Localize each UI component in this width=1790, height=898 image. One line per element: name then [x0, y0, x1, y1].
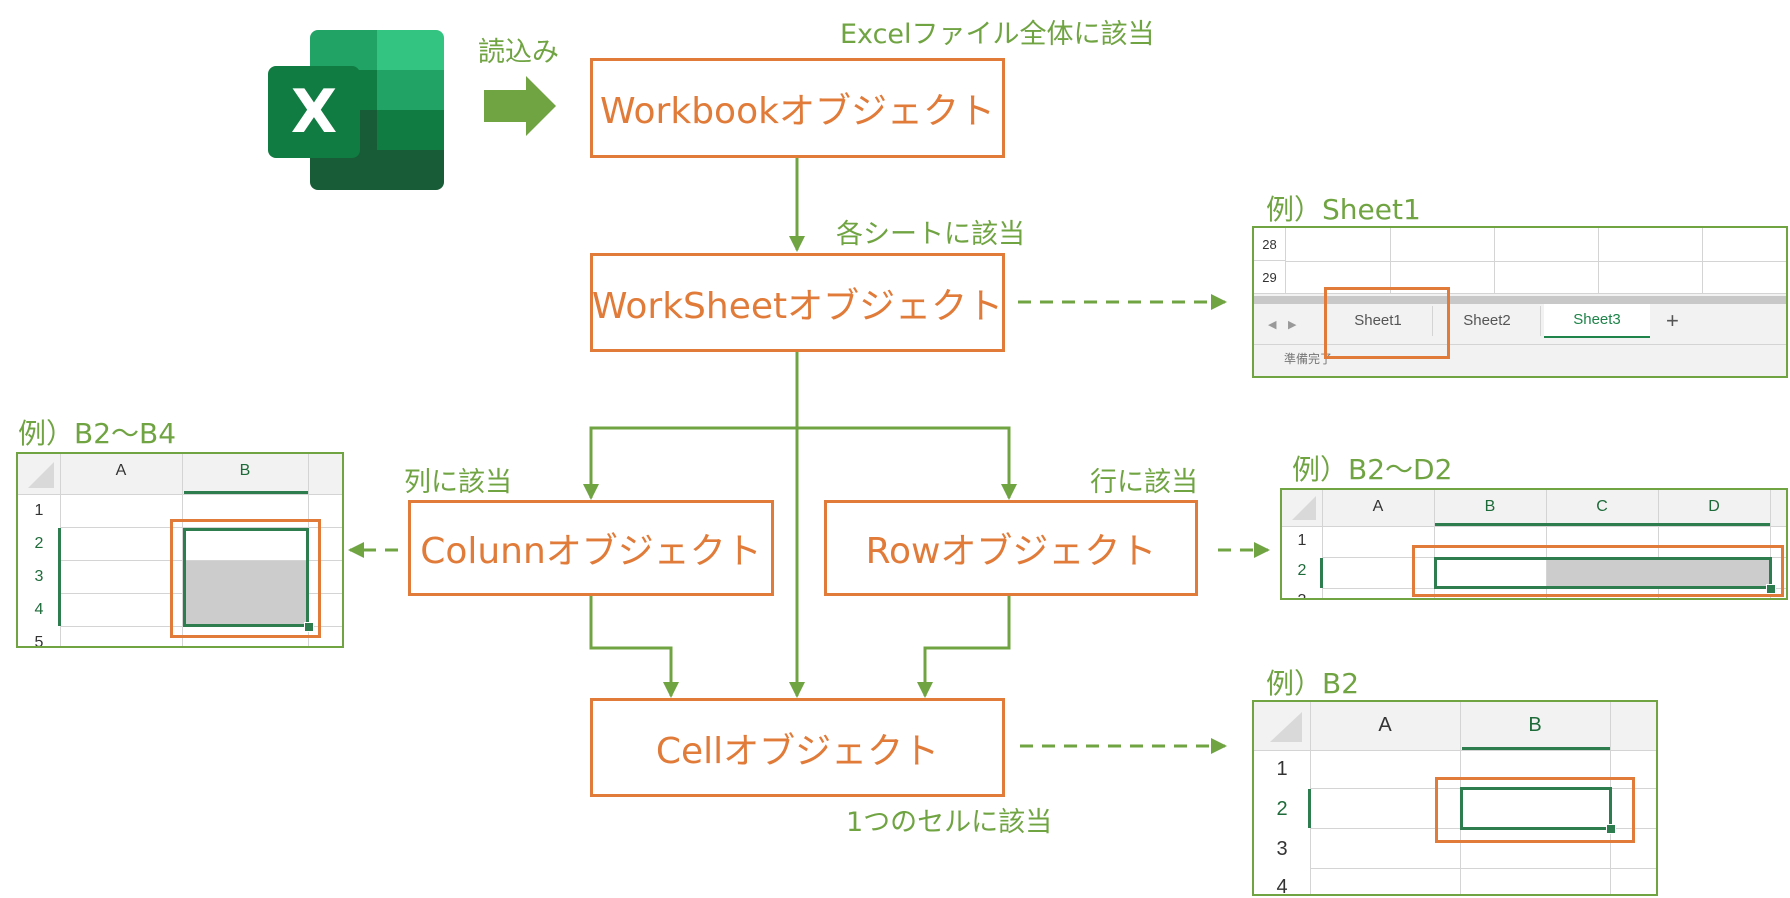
row-header: 3 [34, 568, 44, 585]
column-header-b: B [239, 462, 251, 479]
row-header: 3 [1276, 838, 1288, 860]
sheet-tab-1[interactable]: Sheet1 [1324, 306, 1433, 336]
row-header: 3 [1282, 592, 1322, 598]
row-range-highlight [1412, 545, 1784, 597]
selected-range [183, 528, 309, 627]
row-header: 4 [1276, 876, 1288, 896]
status-bar-text: 準備完了 [1284, 352, 1333, 366]
row-header: 4 [34, 601, 44, 618]
sheet-tab-2[interactable]: Sheet2 [1434, 306, 1541, 336]
workbook-object-label: Workbookオブジェクト [600, 91, 995, 132]
row-header: 1 [1276, 758, 1288, 780]
cell-object-label: Cellオブジェクト [655, 730, 940, 772]
column-header-d: D [1708, 498, 1720, 515]
fill-handle[interactable] [1606, 824, 1616, 834]
row-to-cell-arrow [917, 596, 1011, 698]
fill-handle[interactable] [304, 622, 314, 632]
column-header-a: A [1372, 498, 1384, 515]
row-header: 1 [1297, 532, 1307, 549]
column-header-c: C [1596, 498, 1608, 515]
sheet-tab-3[interactable]: Sheet3 [1544, 304, 1650, 338]
sheet1-highlight [1324, 287, 1450, 359]
column-note: 列に該当 [404, 467, 512, 498]
row-header: 2 [34, 535, 44, 552]
cell-note: 1つのセルに該当 [846, 807, 1053, 838]
cell-example-grid: A B 1 2 3 4 [1252, 700, 1658, 896]
row-note: 行に該当 [1090, 467, 1198, 498]
worksheet-to-row-arrow [797, 426, 1017, 500]
column-header-b: B [1484, 498, 1496, 515]
selected-range-fill [184, 561, 308, 626]
row-header: 2 [1276, 798, 1288, 820]
column-object-box: Colunnオブジェクト [408, 500, 774, 596]
selected-range-fill [1547, 558, 1770, 588]
excel-logo: X [268, 30, 448, 190]
select-all-corner-icon[interactable] [1282, 490, 1322, 526]
selected-range [1434, 557, 1772, 589]
tab-nav-next-icon[interactable]: ▶ [1288, 319, 1297, 331]
load-arrow [484, 76, 556, 136]
horizontal-scrollbar[interactable] [1254, 296, 1786, 304]
select-all-corner-icon[interactable] [1254, 702, 1310, 750]
row-header: 2 [1297, 562, 1307, 579]
cell-object-box: Cellオブジェクト [590, 698, 1005, 797]
fill-handle[interactable] [1766, 584, 1776, 594]
add-sheet-button[interactable]: + [1666, 308, 1679, 333]
row-header: 1 [34, 502, 44, 519]
sheet-example-title: 例）Sheet1 [1266, 193, 1421, 226]
column-header-a: A [1378, 714, 1392, 736]
column-header-a: A [115, 462, 127, 479]
row-header: 29 [1254, 261, 1286, 294]
column-example-title: 例）B2〜B4 [18, 417, 177, 450]
cell-example-title: 例）B2 [1266, 667, 1360, 700]
row-header: 28 [1254, 228, 1286, 261]
worksheet-object-label: WorkSheetオブジェクト [591, 285, 1004, 327]
row-header: 5 [34, 634, 44, 648]
selected-cell [1460, 787, 1612, 830]
excel-logo-letter: X [268, 66, 360, 158]
workbook-note: Excelファイル全体に該当 [840, 19, 1155, 50]
column-object-label: Colunnオブジェクト [420, 531, 762, 572]
worksheet-to-column-arrow [583, 426, 797, 500]
column-range-highlight [170, 519, 321, 638]
column-header-b: B [1528, 714, 1542, 736]
cell-highlight [1435, 777, 1635, 843]
column-to-cell-arrow [589, 596, 679, 698]
sheet-tabs-example: 28 29 ◀ ▶ Sheet1 Sheet2 Sheet3 + 準備完了 [1252, 226, 1788, 378]
column-example-grid: A B 1 2 3 4 5 [16, 452, 344, 648]
row-object-label: Rowオブジェクト [865, 531, 1157, 572]
worksheet-object-box: WorkSheetオブジェクト [590, 253, 1005, 352]
worksheet-note: 各シートに該当 [836, 219, 1025, 250]
select-all-corner-icon[interactable] [18, 454, 60, 494]
row-example-title: 例）B2〜D2 [1292, 453, 1453, 486]
row-example-grid: A B C D 1 2 3 [1280, 488, 1788, 600]
workbook-object-box: Workbookオブジェクト [590, 58, 1005, 158]
row-object-box: Rowオブジェクト [824, 500, 1198, 596]
load-label: 読込み [478, 37, 559, 68]
tab-nav-prev-icon[interactable]: ◀ [1268, 319, 1277, 331]
